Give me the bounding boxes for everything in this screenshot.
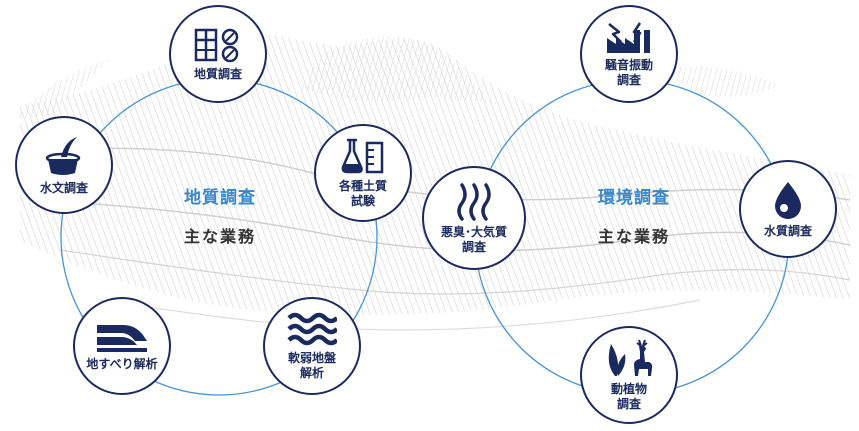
node-label: 軟弱地盤 解析 <box>287 351 336 380</box>
node-landslide-analysis[interactable]: 地すべり解析 <box>73 297 171 395</box>
geological-column-icon <box>194 28 239 62</box>
node-flora-fauna-survey[interactable]: 動植物 調査 <box>580 326 678 424</box>
water-drop-icon <box>775 181 801 219</box>
environment-title: 環境調査 <box>598 188 670 208</box>
node-noise-vibration-survey[interactable]: 騒音振動 調査 <box>580 5 678 103</box>
factory-noise-icon <box>607 22 650 53</box>
node-soft-ground-analysis[interactable]: 軟弱地盤 解析 <box>263 297 361 395</box>
waves-icon <box>287 312 337 346</box>
node-water-quality-survey[interactable]: 水質調査 <box>739 160 837 258</box>
node-label: 各種土質 試験 <box>338 179 387 208</box>
odor-wave-icon <box>457 183 491 221</box>
landslide-icon <box>97 324 147 352</box>
node-soil-testing[interactable]: 各種土質 試験 <box>314 124 412 222</box>
node-label: 騒音振動 調査 <box>604 58 653 87</box>
node-label: 地すべり解析 <box>86 356 158 371</box>
node-geological-survey[interactable]: 地質調査 <box>169 5 267 103</box>
environment-subtitle: 主な業務 <box>597 227 670 246</box>
node-hydrology-survey[interactable]: 水文調査 <box>15 116 113 214</box>
mountain-strata <box>15 35 851 331</box>
water-bucket-icon <box>45 136 81 175</box>
node-label: 水文調査 <box>39 180 88 195</box>
geology-title: 地質調査 <box>184 188 256 208</box>
node-label: 地質調査 <box>193 66 242 81</box>
geology-subtitle: 主な業務 <box>183 227 256 246</box>
flask-beaker-icon <box>341 138 384 174</box>
node-label: 動植物 調査 <box>610 382 647 411</box>
deer-plant-icon <box>608 339 653 376</box>
node-odor-air-quality-survey[interactable]: 悪臭･大気質 調査 <box>422 166 526 270</box>
node-label: 水質調査 <box>763 223 812 238</box>
node-label: 悪臭･大気質 調査 <box>440 225 507 254</box>
